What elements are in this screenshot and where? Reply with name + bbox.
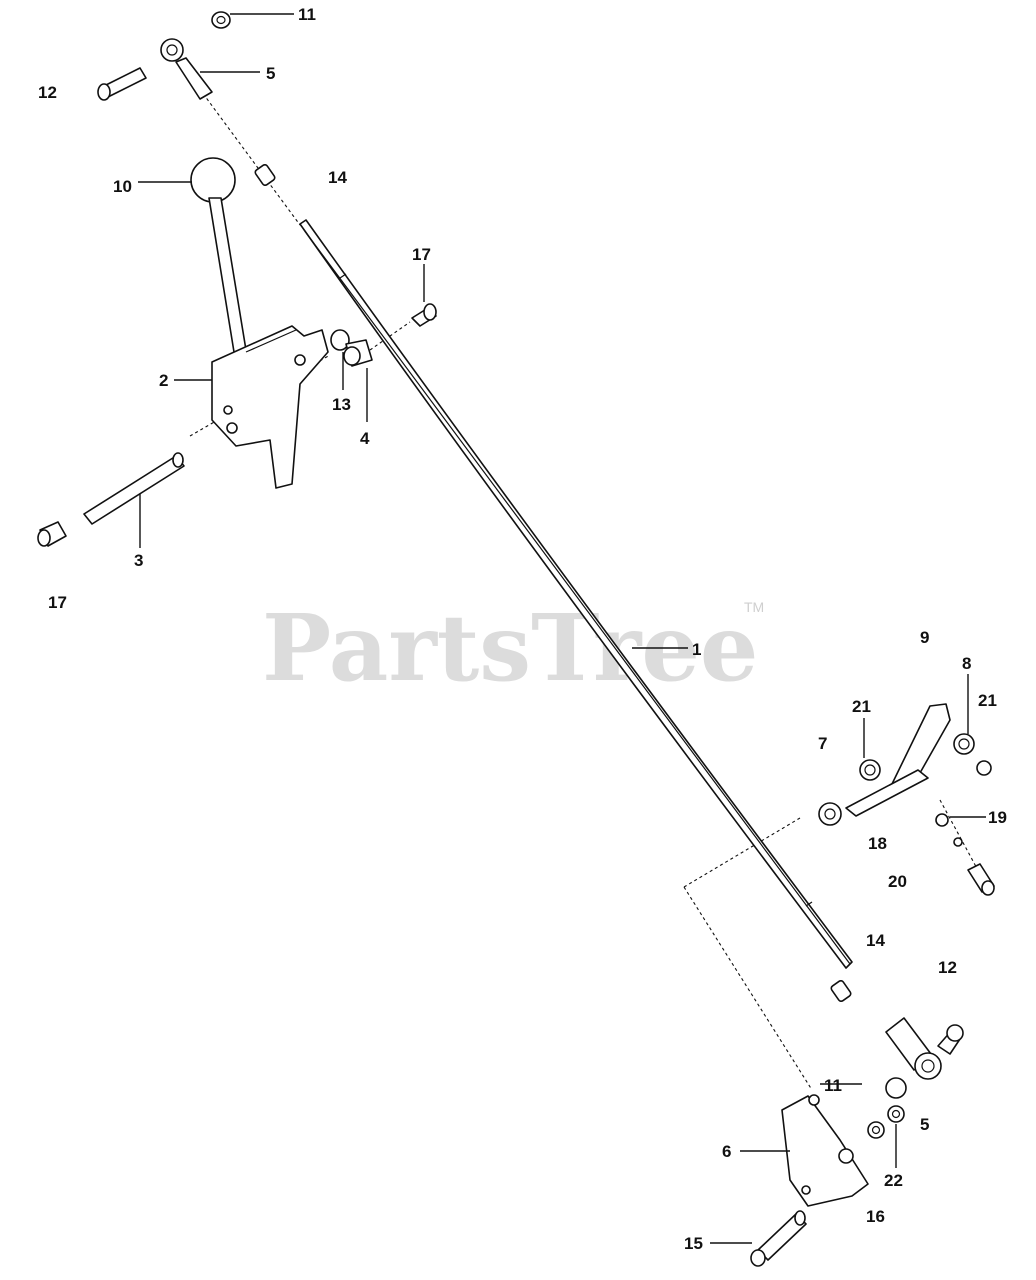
callout-10: 10 xyxy=(113,177,132,196)
callout-12-bottom: 12 xyxy=(938,958,957,977)
callout-16: 16 xyxy=(866,1207,885,1226)
bushing-top xyxy=(254,163,276,187)
bolt-bottom xyxy=(750,1210,807,1267)
callout-14-bottom: 14 xyxy=(866,931,885,950)
callout-22: 22 xyxy=(884,1171,903,1190)
callout-5-top: 5 xyxy=(266,64,275,83)
callout-19: 19 xyxy=(988,808,1007,827)
callout-21-left: 21 xyxy=(852,697,871,716)
leader-lines xyxy=(138,13,986,1244)
axis-line-mid xyxy=(683,817,801,888)
rod-end-top xyxy=(160,38,213,100)
callout-8: 8 xyxy=(962,654,971,673)
bottom-bracket xyxy=(781,1077,907,1207)
callout-15: 15 xyxy=(684,1234,703,1253)
callout-6: 6 xyxy=(722,1142,731,1161)
callout-13: 13 xyxy=(332,395,351,414)
callout-11-bottom: 11 xyxy=(824,1076,842,1095)
callout-2: 2 xyxy=(159,371,168,390)
callout-4: 4 xyxy=(360,429,370,448)
lever-pivot-nut xyxy=(330,329,373,367)
pivot-bolt xyxy=(37,452,185,547)
callout-17-top: 17 xyxy=(412,245,431,264)
callout-9: 9 xyxy=(920,628,929,647)
callout-20: 20 xyxy=(888,872,907,891)
washer-top xyxy=(211,11,231,29)
bolt-top xyxy=(97,67,147,101)
bushing-bottom xyxy=(830,979,852,1003)
callout-1: 1 xyxy=(692,640,701,659)
axis-line-bolt20 xyxy=(939,799,981,875)
bolt-17-top xyxy=(411,303,437,327)
callout-3: 3 xyxy=(134,551,143,570)
callout-18: 18 xyxy=(868,834,887,853)
watermark-trademark: TM xyxy=(744,599,764,615)
callout-7: 7 xyxy=(818,734,827,753)
callout-17-left: 17 xyxy=(48,593,67,612)
rod-end-bottom xyxy=(885,1017,964,1080)
callouts: 11 5 12 10 14 17 2 13 4 3 17 1 9 8 21 21… xyxy=(38,5,1007,1253)
callout-11-top: 11 xyxy=(298,5,316,24)
callout-12-top: 12 xyxy=(38,83,57,102)
callout-21-right: 21 xyxy=(978,691,997,710)
callout-14-top: 14 xyxy=(328,168,347,187)
axis-line-bottom xyxy=(683,886,813,1091)
bracket-assembly-right xyxy=(818,703,995,896)
shift-rod xyxy=(299,219,853,969)
shift-lever xyxy=(190,157,329,489)
axis-line-top xyxy=(195,83,301,226)
callout-5-bottom: 5 xyxy=(920,1115,929,1134)
